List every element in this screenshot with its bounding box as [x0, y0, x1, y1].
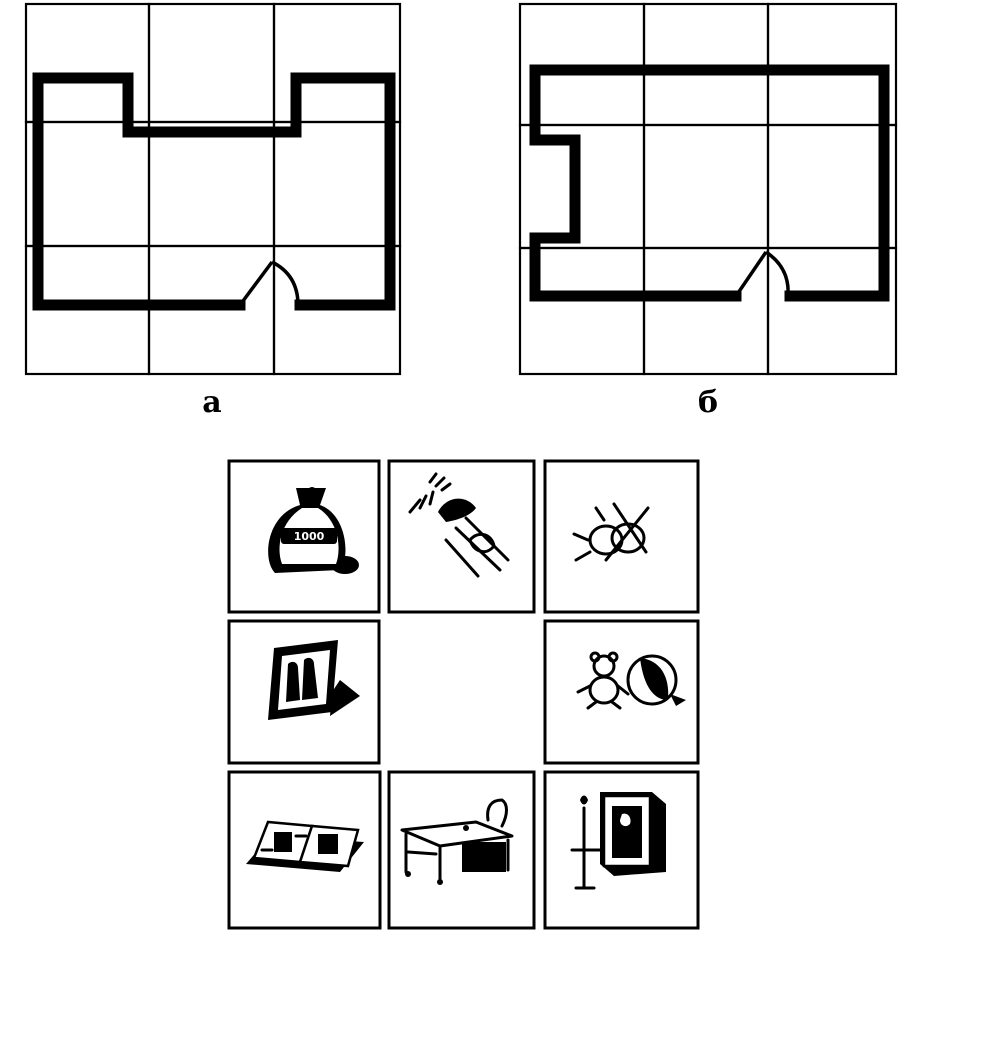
- cell-book: [227, 770, 382, 930]
- floor-plan-a: а: [24, 2, 402, 420]
- cell-photo-frame: [227, 619, 381, 765]
- cell-desk: [387, 770, 536, 930]
- toys-teddy-bear-ball-icon: [576, 651, 686, 710]
- plan-b-grid: [518, 2, 898, 376]
- plan-b-walls: [529, 64, 890, 302]
- open-book-icon: [246, 820, 364, 872]
- talisman-grid: 1000: [227, 459, 700, 930]
- money-bag-inscription: 1000: [294, 530, 325, 543]
- cell-money-bag: 1000: [227, 459, 381, 614]
- wedding-rings-icon: [572, 502, 650, 562]
- cell-trumpet: [387, 459, 536, 614]
- money-bag-icon: 1000: [268, 487, 359, 574]
- floor-plan-b: б: [518, 2, 898, 420]
- trumpet-icon: [408, 472, 510, 578]
- plan-a-label: а: [202, 385, 221, 420]
- desk-chair-icon: [400, 798, 514, 885]
- plan-a-door-icon: [238, 260, 300, 307]
- cell-rings: [543, 459, 700, 614]
- cell-icon-candle: [543, 770, 700, 930]
- plan-b-door-icon: [734, 250, 790, 297]
- icon-candle-icon: [570, 792, 666, 890]
- plan-a-grid: [24, 2, 402, 376]
- family-photo-frame-icon: [268, 640, 360, 720]
- plan-b-label: б: [698, 385, 718, 420]
- cell-toys: [543, 619, 700, 765]
- plan-a-walls: [32, 72, 396, 311]
